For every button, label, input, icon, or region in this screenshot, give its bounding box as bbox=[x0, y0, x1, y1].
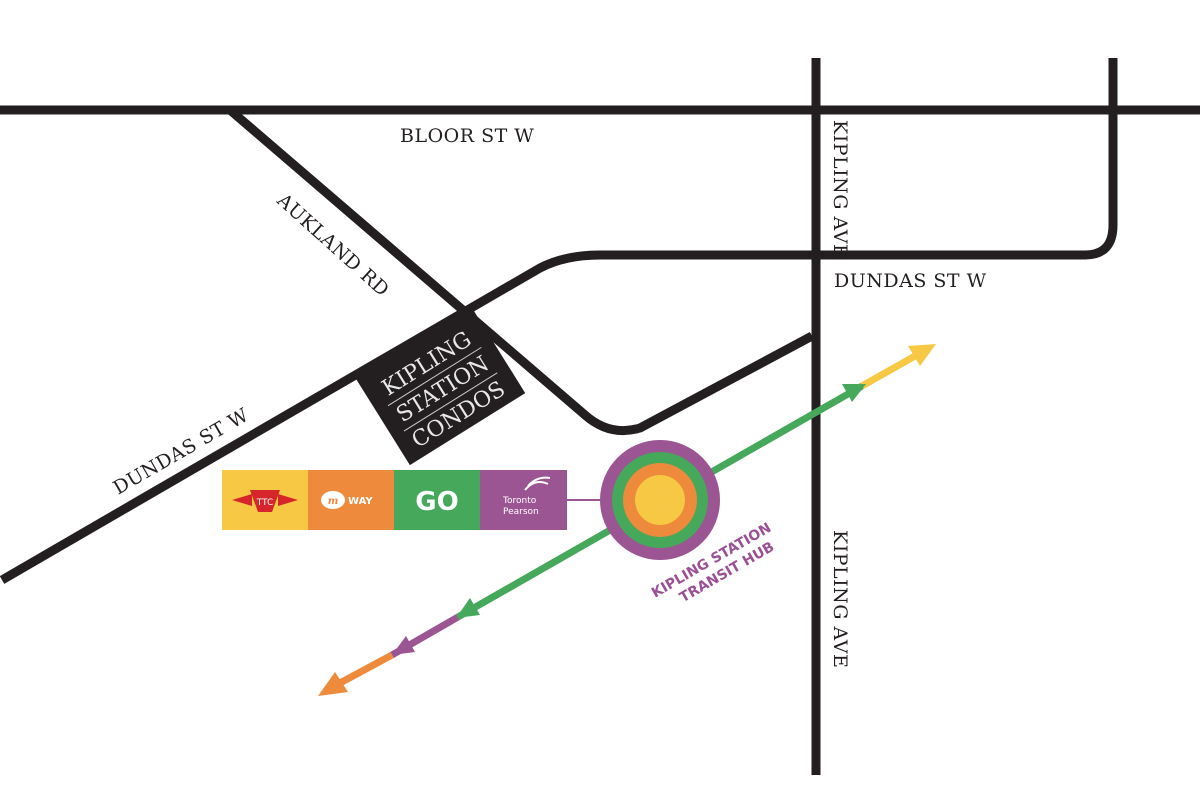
aukland-rd-road bbox=[227, 106, 815, 436]
svg-text:WAY: WAY bbox=[348, 496, 373, 507]
transit-hub-marker bbox=[600, 440, 720, 560]
svg-text:Toronto: Toronto bbox=[502, 496, 537, 506]
transit-logos: TTC m WAY GO Toronto Pearson bbox=[222, 470, 567, 530]
miway-logo: m WAY bbox=[308, 470, 394, 530]
toronto-pearson-logo: Toronto Pearson bbox=[480, 470, 567, 530]
ttc-logo: TTC bbox=[222, 470, 308, 530]
svg-text:GO: GO bbox=[415, 487, 458, 517]
kipling-ave-south-label: KIPLING AVE bbox=[829, 530, 851, 668]
svg-text:Pearson: Pearson bbox=[503, 507, 539, 517]
kipling-station-condos-badge: KIPLING STATION CONDOS bbox=[354, 304, 526, 466]
dundas-st-w-road bbox=[0, 58, 1118, 584]
svg-text:m: m bbox=[328, 496, 339, 507]
go-transit-logo: GO bbox=[394, 470, 480, 530]
kipling-ave-north-label: KIPLING AVE bbox=[829, 120, 851, 258]
arrow-west-icon bbox=[318, 672, 348, 696]
arrow-east-icon bbox=[908, 344, 936, 366]
svg-text:TTC: TTC bbox=[256, 498, 274, 508]
bloor-st-w-label: BLOOR ST W bbox=[400, 125, 534, 147]
aukland-rd-label: AUKLAND RD bbox=[272, 189, 394, 302]
dundas-st-w-east-label: DUNDAS ST W bbox=[834, 270, 987, 292]
